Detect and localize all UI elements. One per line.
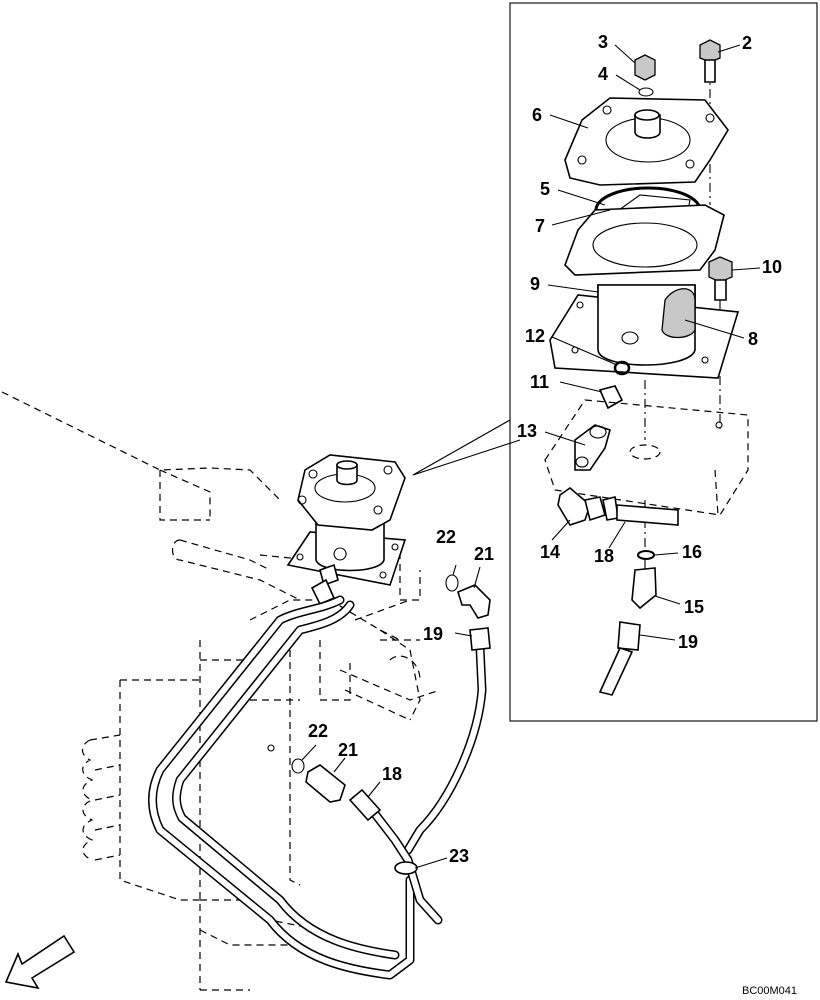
- callout-18-detail: 18: [594, 546, 614, 566]
- hose-end-18-lower: [348, 788, 382, 822]
- o-ring-22-upper: [445, 574, 459, 592]
- fitting-11: [598, 385, 624, 410]
- callout-19-main: 19: [423, 624, 443, 644]
- hose-assembly: [148, 595, 487, 980]
- callout-7: 7: [535, 216, 545, 236]
- loose-fittings-main: [267, 574, 491, 822]
- detail-exploded-view: [544, 39, 749, 696]
- o-ring-22-lower: [291, 758, 305, 774]
- o-ring-16: [637, 550, 655, 560]
- callout-22-lower: 22: [308, 721, 328, 741]
- plug-3: [634, 54, 656, 81]
- o-ring-4: [638, 87, 654, 97]
- callout-5: 5: [540, 179, 550, 199]
- detail-view-frame: [509, 2, 818, 722]
- callout-12: 12: [525, 326, 545, 346]
- adapter-15: [631, 567, 657, 610]
- callout-13: 13: [517, 421, 537, 441]
- drawing-code: BC00M041: [742, 985, 797, 997]
- callout-8: 8: [748, 329, 758, 349]
- callout-18-main: 18: [382, 764, 402, 784]
- callout-4: 4: [598, 64, 608, 84]
- cover-plate-6: [564, 97, 729, 186]
- callout-21-lower: 21: [338, 740, 358, 760]
- hose-19-detail: [598, 621, 641, 696]
- machine-frame-outline: [1, 391, 441, 991]
- connector-21-lower: [305, 764, 346, 803]
- installed-swivel-joint: [286, 454, 407, 606]
- hose-18-detail: [584, 496, 679, 526]
- callout-22-upper: 22: [436, 527, 456, 547]
- callout-9: 9: [530, 274, 540, 294]
- front-direction-arrow-icon: [4, 934, 76, 990]
- callout-2: 2: [742, 33, 752, 53]
- bolt-10: [708, 256, 733, 301]
- callout-14: 14: [540, 542, 560, 562]
- bolt-2: [699, 39, 721, 83]
- callout-3: 3: [598, 32, 608, 52]
- elbow-14: [557, 486, 591, 526]
- callout-leaders: [301, 44, 761, 869]
- callout-10: 10: [762, 257, 782, 277]
- callout-15: 15: [684, 597, 704, 617]
- elbow-21-upper: [457, 584, 491, 619]
- callout-23: 23: [449, 846, 469, 866]
- callout-16: 16: [682, 542, 702, 562]
- callout-21-upper: 21: [474, 544, 494, 564]
- o-ring-12: [613, 360, 631, 376]
- callout-labels: 3 2 4 6 5 7 9 10 8 12 11 13 14 18 16 15 …: [308, 32, 782, 866]
- callout-19-detail: 19: [678, 632, 698, 652]
- callout-6: 6: [532, 105, 542, 125]
- housing-9: [549, 204, 740, 379]
- detail-callout-lines: [412, 419, 521, 476]
- hose-end-19-upper: [469, 627, 491, 651]
- swivel-13: [574, 424, 611, 471]
- callout-11: 11: [530, 372, 549, 392]
